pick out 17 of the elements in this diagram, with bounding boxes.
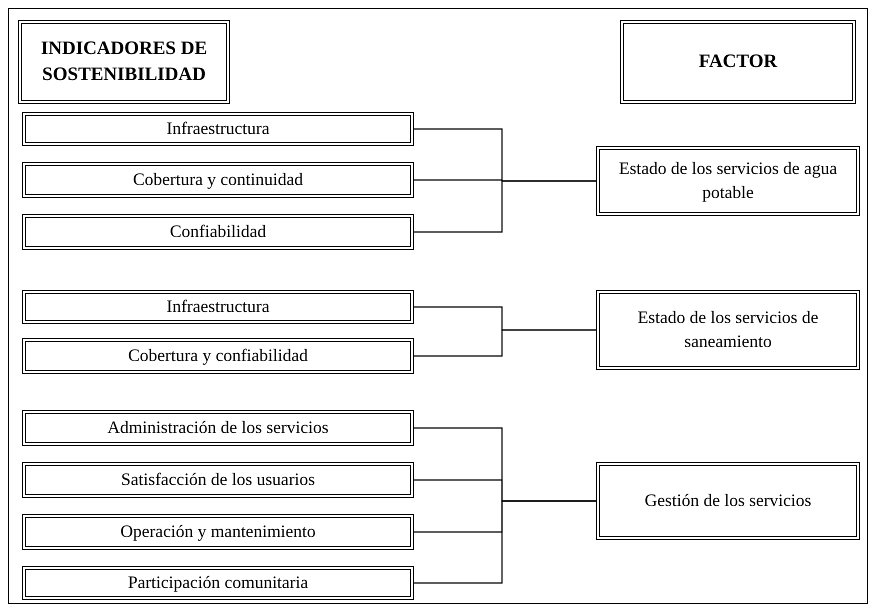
factor-box: Gestión de los servicios [596,462,860,540]
indicator-box: Confiabilidad [22,214,414,250]
indicator-box: Infraestructura [22,112,414,146]
indicator-box: Cobertura y confiabilidad [22,338,414,374]
connector-line [414,329,596,357]
indicator-box: Cobertura y continuidad [22,162,414,198]
header-box: FACTOR [620,20,856,104]
indicator-box: Infraestructura [22,290,414,324]
indicator-box: Administración de los servicios [22,410,414,446]
connector-line [414,500,596,584]
connector-line [414,180,596,233]
factor-box: Estado de los servicios de agua potable [596,146,860,216]
indicator-box: Operación y mantenimiento [22,514,414,550]
factor-box: Estado de los servicios de saneamiento [596,290,860,370]
indicator-box: Participación comunitaria [22,566,414,600]
header-box: INDICADORES DE SOSTENIBILIDAD [18,20,230,104]
indicator-box: Satisfacción de los usuarios [22,462,414,498]
